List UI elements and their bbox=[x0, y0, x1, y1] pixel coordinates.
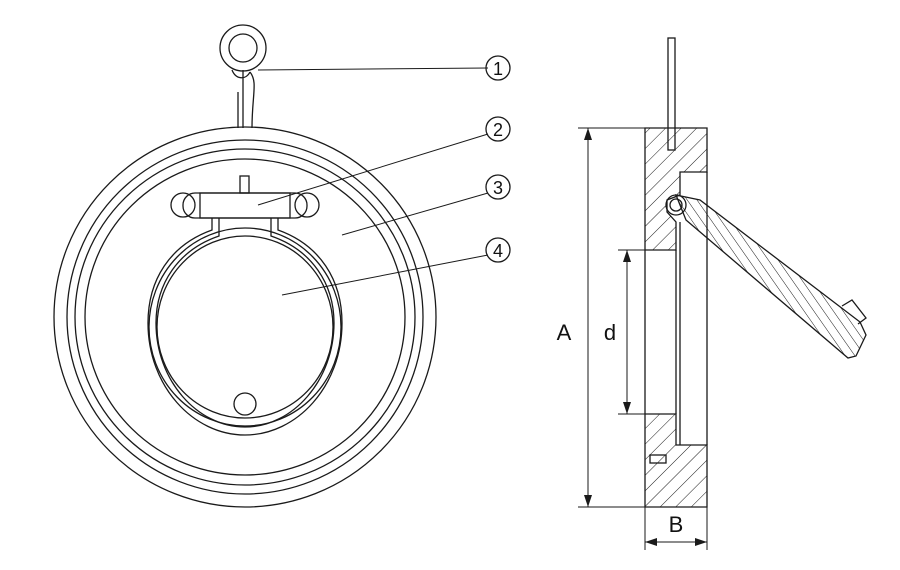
dimension-d-label: d bbox=[604, 320, 616, 345]
callout-3: 3 bbox=[485, 174, 511, 200]
dimension-A-label: A bbox=[557, 320, 572, 345]
disc-section-open bbox=[674, 194, 867, 359]
callout-label: 1 bbox=[493, 59, 503, 79]
callout-1: 1 bbox=[485, 55, 511, 81]
callout-2: 2 bbox=[485, 116, 511, 142]
side-section-view bbox=[644, 37, 867, 508]
callout-label: 3 bbox=[493, 178, 503, 198]
valve-disc bbox=[147, 218, 343, 436]
dimension-d: d bbox=[604, 249, 645, 415]
valve-body bbox=[53, 126, 437, 508]
dimension-B-label: B bbox=[669, 512, 684, 537]
callout-4: 4 bbox=[485, 237, 511, 263]
front-view bbox=[53, 24, 437, 508]
hinge-pin bbox=[170, 175, 320, 219]
eye-bolt bbox=[219, 24, 267, 129]
dimension-A: A bbox=[557, 127, 645, 508]
body-section-upper bbox=[644, 127, 708, 251]
body-section-lower bbox=[644, 413, 708, 508]
callout-label: 4 bbox=[493, 241, 503, 261]
dimension-B: B bbox=[644, 507, 708, 550]
callout-label: 2 bbox=[493, 120, 503, 140]
leader-lines bbox=[257, 67, 489, 296]
